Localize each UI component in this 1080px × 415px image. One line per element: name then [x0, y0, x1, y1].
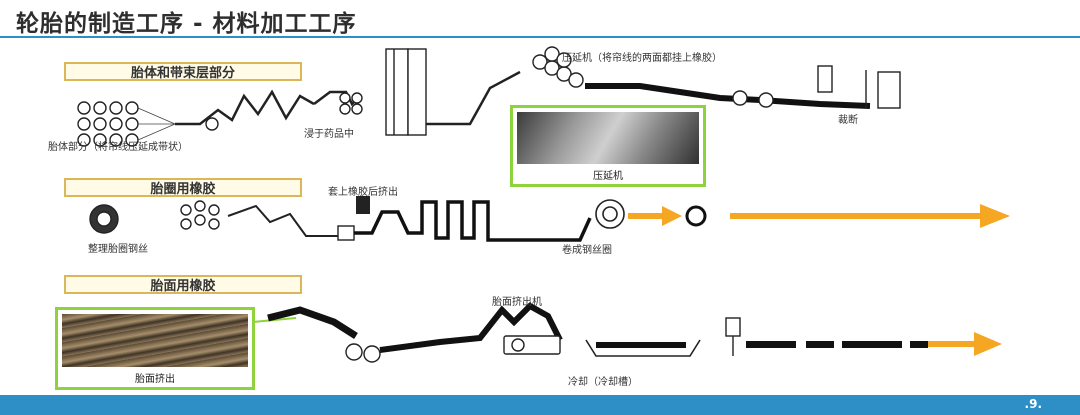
label-ply: 胎体部分（将帘线压延成带状）	[48, 142, 188, 153]
section-label-body: 胎体和带束层部分	[64, 62, 302, 81]
wire-spool	[89, 204, 119, 234]
bead-festoon	[354, 200, 592, 242]
label-wire: 整理胎圈钢丝	[88, 244, 148, 255]
arrow-shaft-2	[730, 213, 984, 219]
photo-tread-extrusion: 胎面挤出	[55, 307, 255, 390]
process-diagram	[77, 46, 1010, 363]
ply-to-calender	[426, 70, 521, 126]
calender-photo-image	[517, 112, 699, 164]
bead-coil	[595, 199, 625, 229]
label-dip: 浸于药品中	[304, 129, 354, 140]
arrow-head-1	[662, 206, 682, 226]
calender-rolls	[532, 46, 584, 88]
arrow-head-3	[974, 332, 1002, 356]
label-coil: 卷成钢丝圈	[562, 245, 612, 256]
label-cut: 裁断	[838, 115, 858, 126]
label-cool: 冷却（冷却槽）	[568, 377, 638, 388]
label-extrude: 套上橡胶后挤出	[328, 187, 398, 198]
bead-extruder	[337, 225, 355, 241]
cut-tread-pieces	[746, 341, 928, 348]
footer-bar: .9.	[0, 395, 1080, 415]
drying-tower	[385, 48, 427, 136]
photo-callout-line	[252, 317, 297, 323]
arrow-shaft-3	[928, 341, 978, 347]
dip-rolls	[339, 92, 363, 115]
photo-caption-tread: 胎面挤出	[135, 374, 175, 385]
creel-rolls	[77, 101, 139, 147]
page-number: .9.	[1024, 397, 1042, 411]
cords	[137, 107, 176, 141]
title-underline	[0, 36, 1080, 38]
label-extruder: 胎面挤出机	[492, 297, 542, 308]
extruder-hopper	[356, 196, 370, 214]
tread-cutter	[725, 317, 741, 356]
page-title: 轮胎的制造工序 - 材料加工工序	[16, 11, 357, 37]
photo-caption-calender: 压延机	[593, 171, 623, 182]
tread-rolls	[345, 343, 381, 363]
tread-extruder	[503, 335, 561, 355]
label-calender: 压延机（将帘线的两面都挂上橡胶）	[562, 53, 722, 64]
photo-calender: 压延机	[510, 105, 706, 187]
tread-strip-2	[379, 302, 563, 353]
tread-photo-image	[62, 314, 248, 367]
wire-guides	[180, 200, 220, 230]
ply-zigzag	[175, 89, 315, 126]
arrow-shaft-1	[628, 213, 666, 219]
take-up-rolls	[732, 90, 774, 108]
arrow-head-2	[980, 204, 1010, 228]
section-label-tread: 胎面用橡胶	[64, 275, 302, 294]
wire-path	[227, 204, 338, 237]
tread-strip-3	[596, 342, 686, 348]
cutter	[817, 65, 901, 109]
tread-strip-1	[267, 306, 358, 339]
calendered-sheet	[585, 83, 871, 109]
bead-ring	[685, 205, 707, 227]
cooling-tank	[585, 339, 701, 357]
section-label-bead: 胎圈用橡胶	[64, 178, 302, 197]
guide-roll	[205, 117, 219, 131]
